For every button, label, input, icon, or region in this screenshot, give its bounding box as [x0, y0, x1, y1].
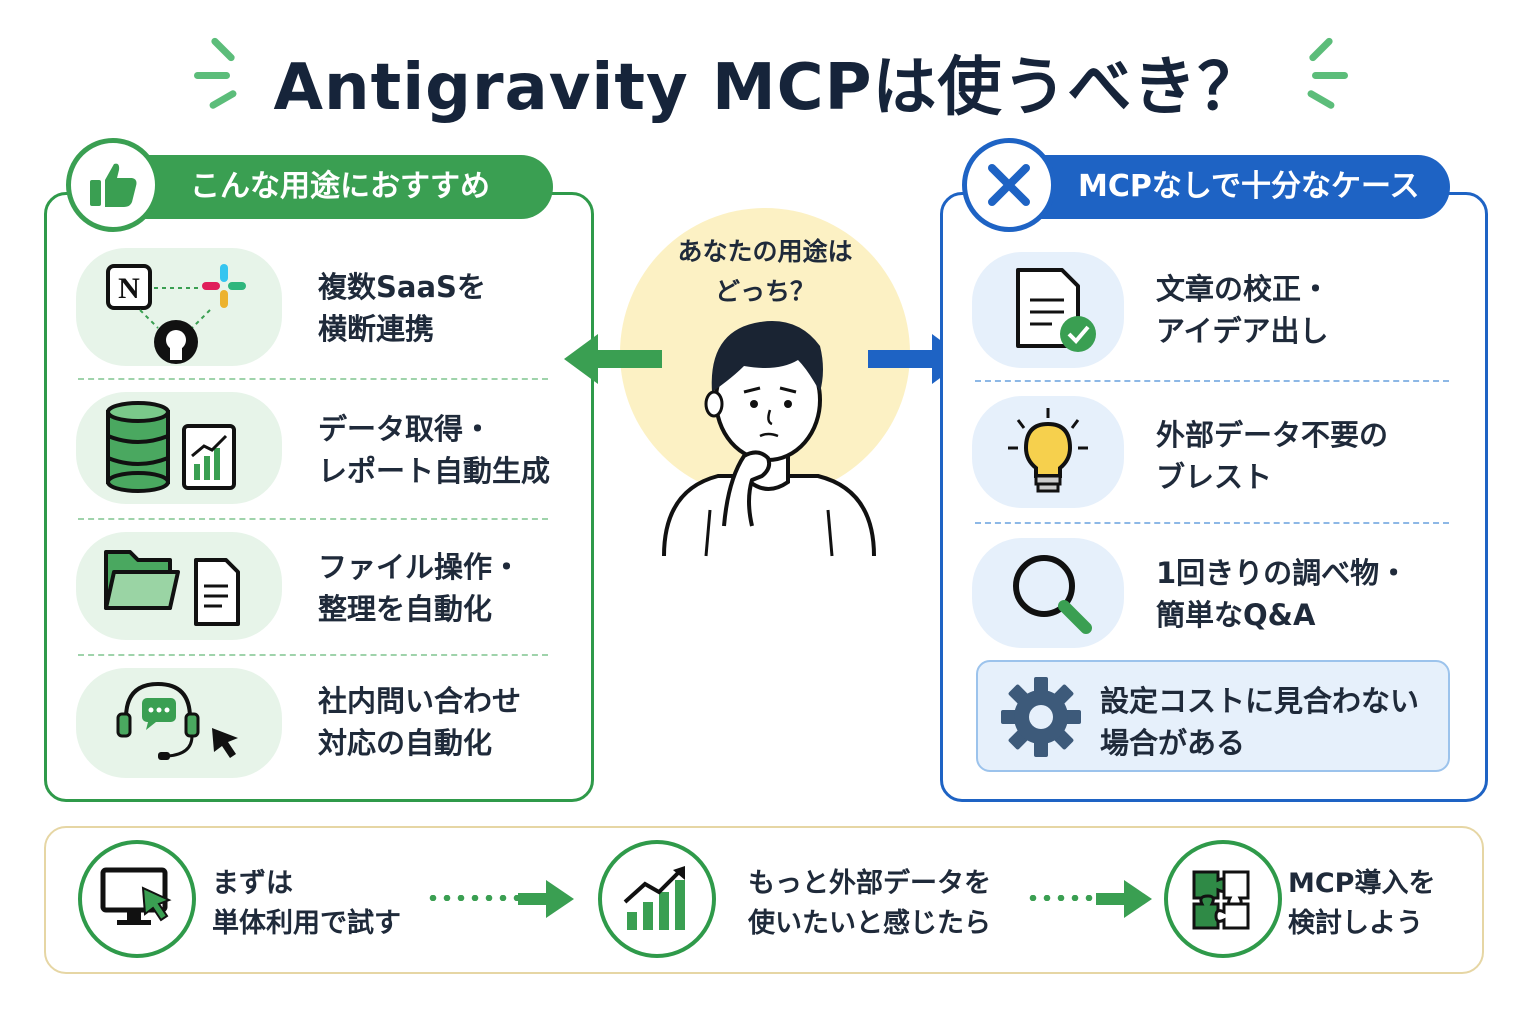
- growth-chart-icon: [598, 840, 716, 958]
- not-needed-item-3-text: 1回きりの調べ物・ 簡単なQ&A: [1156, 556, 1409, 632]
- recommended-item-3-text: ファイル操作・ 整理を自動化: [318, 550, 522, 626]
- divider: [78, 518, 548, 520]
- dotted-connector: [1026, 895, 1118, 901]
- recommended-item-2-text: データ取得・ レポート自動生成: [318, 412, 551, 488]
- not-needed-item-2-text: 外部データ不要の ブレスト: [1156, 418, 1389, 494]
- page-title: Antigravity MCPは使うべき？: [273, 51, 1263, 125]
- arrow-right-icon: [1096, 880, 1152, 918]
- divider: [975, 380, 1449, 382]
- not-needed-item-1-text: 文章の校正・ アイデア出し: [1156, 272, 1331, 348]
- dotted-connector: [426, 895, 518, 901]
- divider: [78, 378, 548, 380]
- step-2-text: もっと外部データを 使いたいと感じたら: [748, 868, 991, 939]
- saas-integration-icon: N: [106, 264, 246, 364]
- gear-icon: [1001, 677, 1081, 757]
- lightbulb-icon: [1008, 408, 1088, 493]
- thumbs-up-icon: [66, 138, 160, 232]
- svg-text:N: N: [118, 272, 140, 305]
- divider: [78, 654, 548, 656]
- arrow-left-icon: [564, 334, 662, 384]
- step-1-text: まずは 単体利用で試す: [212, 868, 401, 939]
- magnifier-icon: [1013, 555, 1092, 634]
- divider: [975, 522, 1449, 524]
- recommended-item-4-text: 社内問い合わせ 対応の自動化: [318, 684, 522, 760]
- recommended-item-1-text: 複数SaaSを 横断連携: [318, 270, 486, 346]
- database-report-icon: [106, 401, 236, 493]
- warning-text: 設定コストに見合わない 場合がある: [1100, 684, 1420, 760]
- item-bg: [76, 668, 282, 778]
- x-icon: [962, 138, 1056, 232]
- step-3-text: MCP導入を 検討しよう: [1288, 868, 1436, 939]
- folder-document-icon: [104, 550, 240, 626]
- center-question: あなたの用途は どっち？: [677, 237, 853, 306]
- headset-support-icon: [116, 681, 238, 760]
- arrow-right-icon: [518, 880, 574, 918]
- document-check-icon: [1016, 268, 1096, 352]
- puzzle-icon: [1164, 840, 1282, 958]
- thinking-person-icon: [662, 321, 876, 557]
- monitor-cursor-icon: [78, 840, 196, 958]
